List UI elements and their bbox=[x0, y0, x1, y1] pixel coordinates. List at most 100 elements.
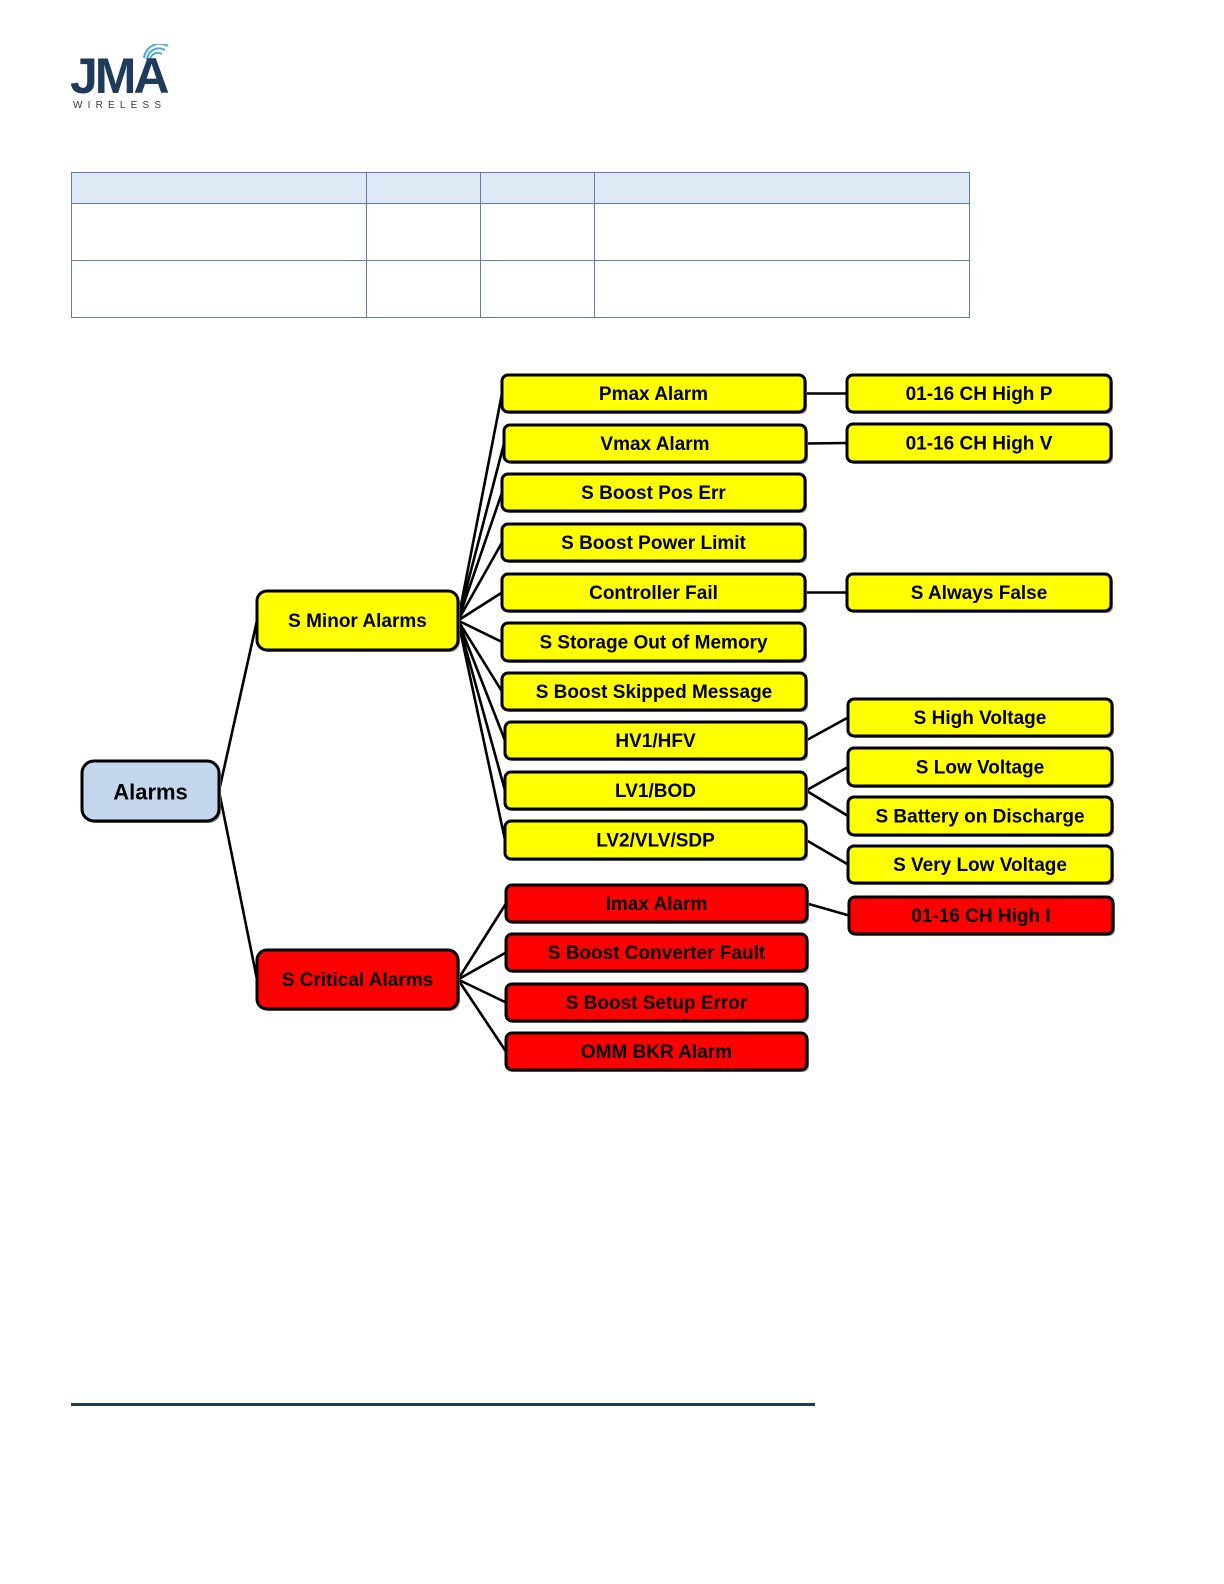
connector-line bbox=[456, 620, 507, 841]
connector-line bbox=[457, 978, 507, 1004]
node-box bbox=[502, 423, 808, 464]
node-box bbox=[80, 759, 221, 823]
node-box bbox=[847, 895, 1115, 936]
node-box bbox=[845, 373, 1113, 414]
connector-line bbox=[457, 951, 507, 981]
node-label: LV2/VLV/SDP bbox=[596, 831, 715, 852]
node-label: S Very Low Voltage bbox=[893, 855, 1067, 876]
jma-wireless-logo: JMA WIRELESS bbox=[70, 44, 180, 114]
alarm-node-low-voltage: S Low Voltage bbox=[846, 746, 1114, 788]
table-cell bbox=[480, 260, 595, 318]
alarm-node-boost-converter-fault: S Boost Converter Fault bbox=[504, 932, 809, 973]
connector-line bbox=[217, 620, 259, 792]
node-label: HV1/HFV bbox=[615, 731, 696, 752]
table-header-cell bbox=[594, 172, 970, 204]
node-box bbox=[503, 819, 808, 861]
connector-line bbox=[805, 765, 849, 792]
table-cell bbox=[594, 260, 970, 318]
connector-line bbox=[456, 620, 507, 791]
alarm-node-ch-high-i: 01-16 CH High I bbox=[847, 895, 1115, 936]
node-label: Imax Alarm bbox=[606, 894, 708, 915]
node-box bbox=[255, 948, 460, 1011]
connector-line bbox=[805, 716, 849, 742]
node-box bbox=[846, 795, 1114, 837]
alarm-node-battery-on-discharge: S Battery on Discharge bbox=[846, 795, 1114, 837]
alarm-node-imax: Imax Alarm bbox=[504, 883, 809, 924]
node-label: S Boost Skipped Message bbox=[536, 682, 773, 703]
node-label: 01-16 CH High P bbox=[906, 384, 1053, 405]
node-box bbox=[500, 472, 807, 513]
alarm-node-lv1-bod: LV1/BOD bbox=[503, 770, 808, 811]
node-box bbox=[504, 982, 809, 1023]
node-label: S Boost Setup Error bbox=[566, 993, 748, 1014]
connector-line bbox=[456, 902, 508, 981]
connector-line bbox=[217, 790, 259, 980]
node-box bbox=[845, 572, 1113, 613]
connector-line bbox=[456, 619, 504, 693]
alarm-node-boost-skipped-message: S Boost Skipped Message bbox=[500, 671, 808, 712]
signal-waves-icon bbox=[143, 44, 169, 63]
node-box bbox=[500, 621, 807, 663]
node-box bbox=[846, 746, 1114, 788]
node-label: Vmax Alarm bbox=[600, 434, 709, 455]
node-box bbox=[500, 572, 807, 613]
node-box bbox=[500, 671, 808, 712]
node-label: 01-16 CH High V bbox=[906, 434, 1053, 455]
node-label: Alarms bbox=[113, 780, 188, 805]
alarm-node-storage-out-of-memory: S Storage Out of Memory bbox=[500, 621, 807, 663]
connector-line bbox=[806, 902, 850, 917]
node-label: S Boost Power Limit bbox=[561, 533, 746, 554]
table-row bbox=[71, 260, 970, 318]
node-label: S Boost Pos Err bbox=[581, 483, 726, 504]
alarm-node-boost-setup-error: S Boost Setup Error bbox=[504, 982, 809, 1023]
alarm-node-minor: S Minor Alarms bbox=[255, 589, 460, 652]
connector-line bbox=[456, 443, 506, 621]
node-label: S Critical Alarms bbox=[282, 970, 433, 991]
node-label: S Always False bbox=[911, 583, 1048, 604]
node-label: Controller Fail bbox=[589, 583, 718, 604]
connector-line bbox=[456, 393, 504, 621]
node-label: LV1/BOD bbox=[615, 781, 696, 802]
alarm-node-ch-high-v: 01-16 CH High V bbox=[845, 422, 1113, 464]
table-header-row bbox=[71, 172, 970, 204]
connector-line bbox=[456, 541, 504, 622]
node-box bbox=[255, 589, 460, 652]
node-label: Pmax Alarm bbox=[599, 384, 708, 405]
node-label: S High Voltage bbox=[914, 708, 1047, 729]
alarm-node-controller-fail: Controller Fail bbox=[500, 572, 807, 613]
node-box bbox=[846, 697, 1114, 738]
node-box bbox=[504, 1031, 809, 1072]
logo-wordmark: JMA bbox=[70, 48, 170, 104]
node-box bbox=[845, 422, 1113, 464]
node-label: S Minor Alarms bbox=[288, 611, 427, 632]
alarm-node-ch-high-p: 01-16 CH High P bbox=[845, 373, 1113, 414]
node-label: OMM BKR Alarm bbox=[581, 1042, 732, 1063]
node-label: S Storage Out of Memory bbox=[539, 633, 767, 654]
connector-line bbox=[805, 789, 849, 818]
alarm-node-omm-bkr: OMM BKR Alarm bbox=[504, 1031, 809, 1072]
table-cell bbox=[366, 260, 481, 318]
alarm-node-boost-power-limit: S Boost Power Limit bbox=[500, 522, 807, 563]
connector-line bbox=[456, 978, 508, 1053]
document-info-table bbox=[71, 172, 970, 318]
connector-line bbox=[805, 441, 848, 445]
table-cell bbox=[71, 260, 367, 318]
connector-line bbox=[805, 838, 849, 866]
node-box bbox=[503, 770, 808, 811]
alarm-node-lv2-vlv-sdp: LV2/VLV/SDP bbox=[503, 819, 808, 861]
logo-tagline: WIRELESS bbox=[73, 100, 167, 111]
node-box bbox=[504, 883, 809, 924]
connector-line bbox=[457, 619, 503, 644]
node-label: 01-16 CH High I bbox=[911, 906, 1050, 927]
node-label: S Battery on Discharge bbox=[875, 807, 1084, 828]
connector-line bbox=[457, 591, 503, 622]
alarm-node-boost-pos-err: S Boost Pos Err bbox=[500, 472, 807, 513]
node-box bbox=[504, 932, 809, 973]
alarm-node-always-false: S Always False bbox=[845, 572, 1113, 613]
node-box bbox=[846, 844, 1114, 885]
node-box bbox=[500, 522, 807, 563]
footer-divider bbox=[71, 1403, 815, 1406]
connector-line bbox=[456, 620, 507, 741]
alarm-node-vmax: Vmax Alarm bbox=[502, 423, 808, 464]
